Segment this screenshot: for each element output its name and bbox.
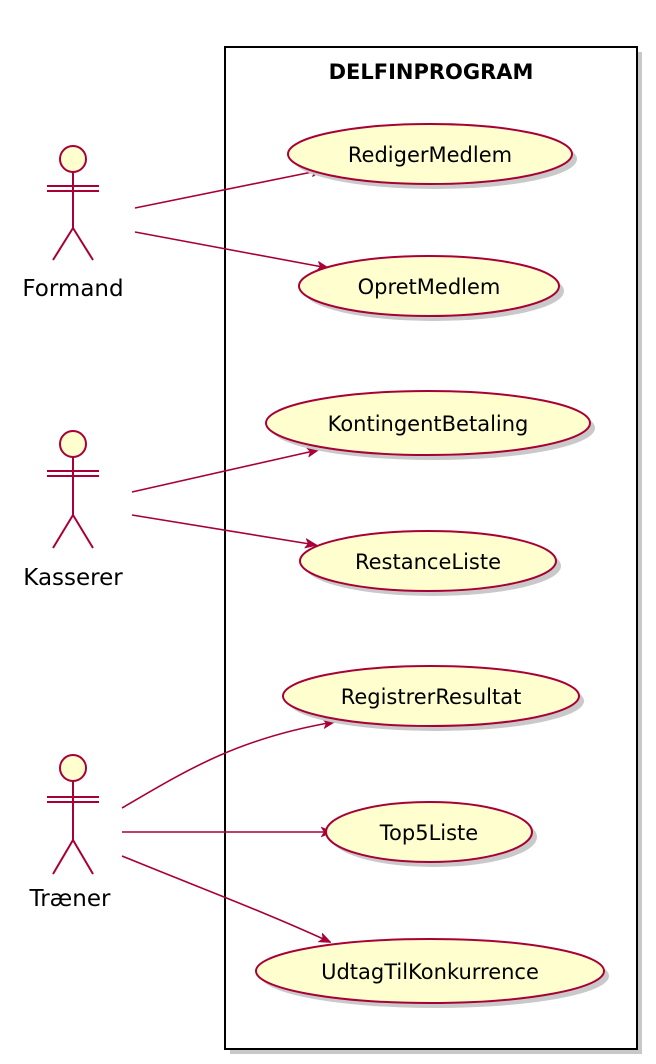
actor-label: Træner (29, 886, 111, 912)
association-traener-udtag (121, 855, 330, 942)
actor-label: Kasserer (23, 565, 123, 591)
use-case-restance: RestanceListe (299, 530, 561, 596)
use-case-label: RedigerMedlem (348, 143, 512, 167)
use-case-rediger: RedigerMedlem (287, 123, 577, 189)
stick-figure-icon (47, 145, 99, 261)
association-formand-opret (134, 231, 328, 268)
association-kasserer-kontingent (131, 450, 318, 493)
use-case-label: UdtagTilKonkurrence (321, 960, 539, 984)
use-case-udtag: UdtagTilKonkurrence (255, 938, 609, 1008)
actor-kasserer: Kasserer (23, 430, 123, 591)
use-case-label: RestanceListe (355, 550, 501, 574)
use-case-opret: OpretMedlem (298, 255, 564, 321)
use-case-top5: Top5Liste (325, 801, 537, 867)
use-case-label: Top5Liste (379, 821, 478, 845)
use-case-label: RegistrerResultat (341, 685, 522, 709)
actor-traener: Træner (29, 754, 111, 912)
use-case-registrer: RegistrerResultat (282, 665, 584, 731)
system-title: DELFINPROGRAM (329, 60, 534, 84)
stick-figure-icon (47, 754, 99, 875)
association-traener-registrer (121, 722, 334, 809)
actor-formand: Formand (22, 145, 124, 302)
stick-figure-icon (47, 430, 99, 549)
association-kasserer-restance (131, 514, 316, 545)
use-case-label: OpretMedlem (358, 275, 501, 299)
actor-label: Formand (22, 276, 123, 302)
use-case-label: KontingentBetaling (328, 412, 529, 436)
associations (121, 170, 334, 942)
association-formand-rediger (134, 170, 322, 209)
use-case-kontingent: KontingentBetaling (265, 390, 595, 460)
